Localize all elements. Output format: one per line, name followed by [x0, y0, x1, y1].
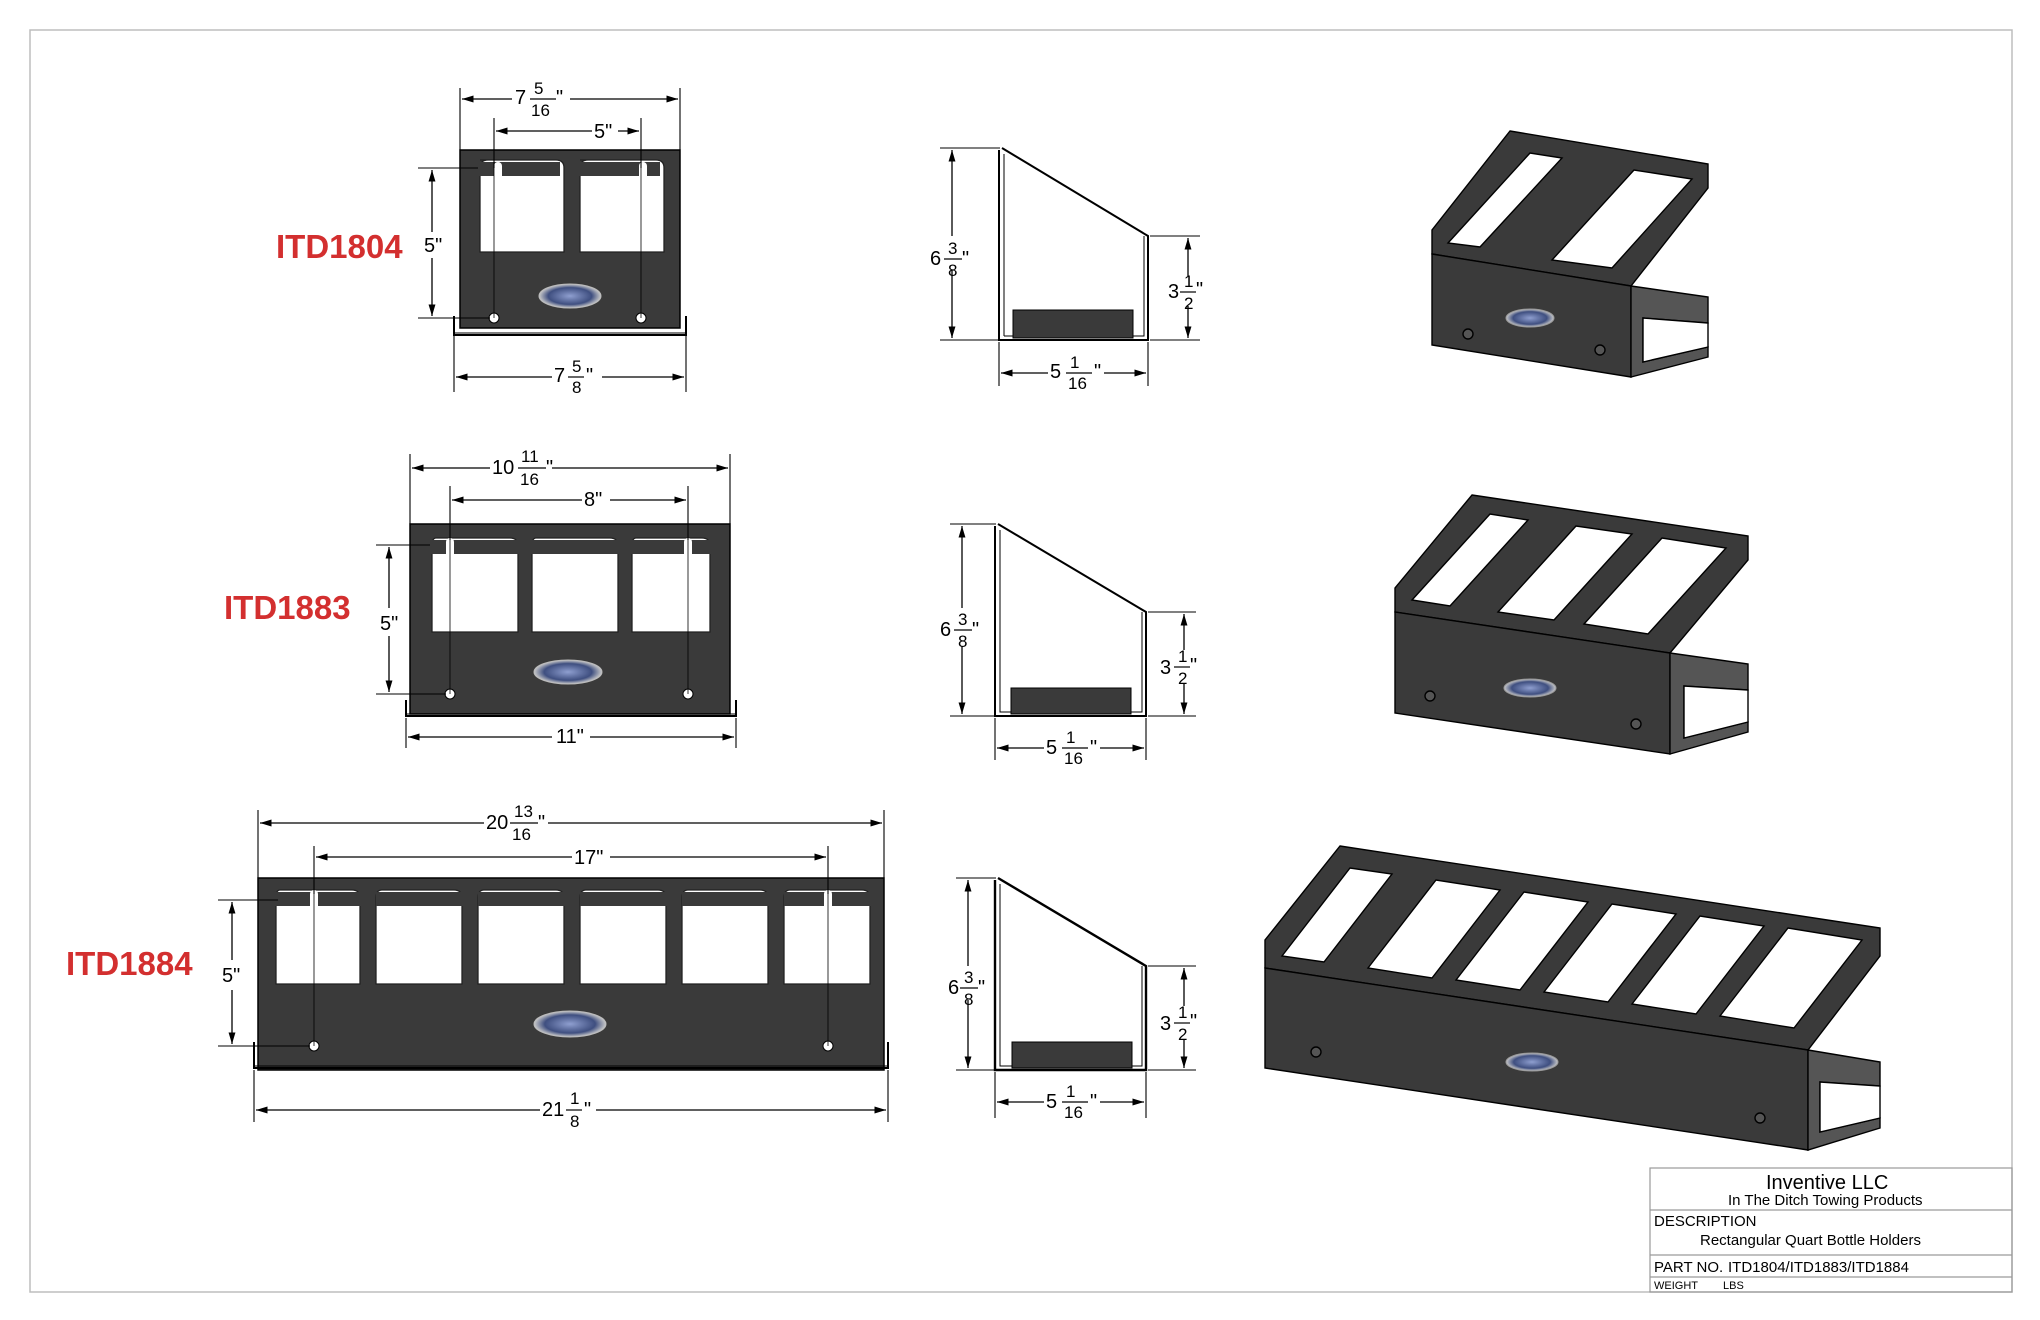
- svg-text:5: 5: [1046, 737, 1057, 759]
- svg-text:": ": [586, 365, 593, 387]
- svg-text:": ": [556, 87, 563, 109]
- svg-text:": ": [1190, 1011, 1197, 1033]
- svg-text:": ": [1190, 655, 1197, 677]
- svg-text:1: 1: [1178, 1003, 1187, 1022]
- svg-text:8: 8: [964, 990, 973, 1009]
- model-label-itd1804: ITD1804: [276, 228, 403, 265]
- front-view-itd1883: [405, 523, 737, 717]
- dimensions-front-itd1884: 20 13 16 " 17" 5" 21 1 8 ": [218, 802, 889, 1131]
- company-subtitle: In The Ditch Towing Products: [1728, 1192, 1923, 1209]
- svg-text:2: 2: [1178, 669, 1187, 688]
- description-label: DESCRIPTION: [1654, 1213, 1757, 1230]
- svg-text:16: 16: [512, 825, 531, 844]
- svg-text:": ": [1094, 361, 1101, 383]
- title-block: Inventive LLC In The Ditch Towing Produc…: [1649, 1167, 2013, 1293]
- svg-text:8: 8: [570, 1112, 579, 1131]
- svg-text:1: 1: [1070, 353, 1079, 372]
- svg-text:1: 1: [1066, 1082, 1075, 1101]
- svg-text:5: 5: [1046, 1091, 1057, 1113]
- company-name: Inventive LLC: [1766, 1172, 1888, 1194]
- svg-text:3: 3: [964, 968, 973, 987]
- svg-text:16: 16: [1068, 374, 1087, 393]
- svg-text:": ": [538, 812, 545, 834]
- svg-text:6: 6: [940, 619, 951, 641]
- svg-text:8": 8": [584, 489, 602, 511]
- svg-text:6: 6: [948, 977, 959, 999]
- front-view-itd1884: [253, 877, 889, 1071]
- svg-text:20: 20: [486, 812, 508, 834]
- dimensions-side-itd1884: 6 3 8 " 3 1 2 " 5 1 16 ": [948, 877, 1197, 1122]
- svg-text:3: 3: [1160, 1013, 1171, 1035]
- description-value: Rectangular Quart Bottle Holders: [1700, 1232, 1921, 1249]
- svg-text:16: 16: [531, 101, 550, 120]
- svg-text:": ": [972, 619, 979, 641]
- side-view-itd1883: [994, 523, 1147, 717]
- model-label-itd1883: ITD1883: [224, 589, 351, 626]
- front-view-itd1804: [453, 149, 687, 336]
- weight-unit: LBS: [1723, 1280, 1744, 1292]
- svg-text:10: 10: [492, 457, 514, 479]
- svg-text:5: 5: [1050, 361, 1061, 383]
- iso-view-itd1804: [1431, 130, 1709, 378]
- svg-text:2: 2: [1184, 294, 1193, 313]
- svg-text:3: 3: [1160, 657, 1171, 679]
- dimensions-side-itd1804: 6 3 8 " 3 1 2 " 5 1 16 ": [930, 147, 1203, 393]
- part-no-value: ITD1804/ITD1883/ITD1884: [1728, 1259, 1909, 1276]
- svg-text:8: 8: [958, 632, 967, 651]
- svg-text:": ": [1196, 279, 1203, 301]
- svg-text:": ": [1090, 1091, 1097, 1113]
- svg-text:1: 1: [1066, 728, 1075, 747]
- svg-text:11": 11": [556, 726, 584, 748]
- dimensions-front-itd1883: 10 11 16 " 8" 5" 11": [376, 447, 737, 748]
- svg-text:": ": [962, 248, 969, 270]
- svg-text:3: 3: [948, 239, 957, 258]
- svg-text:3: 3: [1168, 281, 1179, 303]
- svg-text:": ": [1090, 737, 1097, 759]
- weight-label: WEIGHT: [1654, 1280, 1698, 1292]
- svg-text:8: 8: [572, 378, 581, 397]
- part-no-label: PART NO.: [1654, 1259, 1723, 1276]
- iso-view-itd1883: [1394, 494, 1749, 755]
- svg-text:5: 5: [572, 357, 581, 376]
- svg-text:6: 6: [930, 248, 941, 270]
- svg-text:": ": [584, 1099, 591, 1121]
- svg-text:5: 5: [534, 79, 543, 98]
- svg-text:5": 5": [594, 121, 612, 143]
- svg-text:1: 1: [1184, 272, 1193, 291]
- svg-text:1: 1: [1178, 647, 1187, 666]
- svg-text:5": 5": [380, 613, 398, 635]
- svg-text:": ": [546, 457, 553, 479]
- svg-text:11: 11: [521, 447, 539, 466]
- side-view-itd1804: [998, 147, 1149, 341]
- sheet-border: [29, 29, 2013, 1293]
- svg-text:2: 2: [1178, 1025, 1187, 1044]
- svg-text:7: 7: [554, 365, 565, 387]
- svg-text:16: 16: [1064, 749, 1083, 768]
- svg-text:8: 8: [948, 261, 957, 280]
- svg-text:13: 13: [514, 802, 533, 821]
- side-view-itd1884: [993, 876, 1148, 1072]
- svg-text:16: 16: [520, 470, 539, 489]
- svg-text:5": 5": [424, 235, 442, 257]
- svg-text:": ": [978, 977, 985, 999]
- svg-text:1: 1: [570, 1089, 579, 1108]
- svg-text:21: 21: [542, 1099, 564, 1121]
- dimensions-side-itd1883: 6 3 8 " 3 1 2 " 5 1 16 ": [940, 523, 1197, 768]
- model-label-itd1884: ITD1884: [66, 945, 193, 982]
- svg-text:7: 7: [515, 87, 526, 109]
- svg-text:3: 3: [958, 610, 967, 629]
- svg-text:16: 16: [1064, 1103, 1083, 1122]
- iso-view-itd1884: [1264, 845, 1881, 1151]
- svg-text:17": 17": [574, 847, 603, 869]
- dimensions-front-itd1804: 7 5 16 " 5" 5" 7 5 8 ": [418, 79, 687, 397]
- svg-text:5": 5": [222, 965, 240, 987]
